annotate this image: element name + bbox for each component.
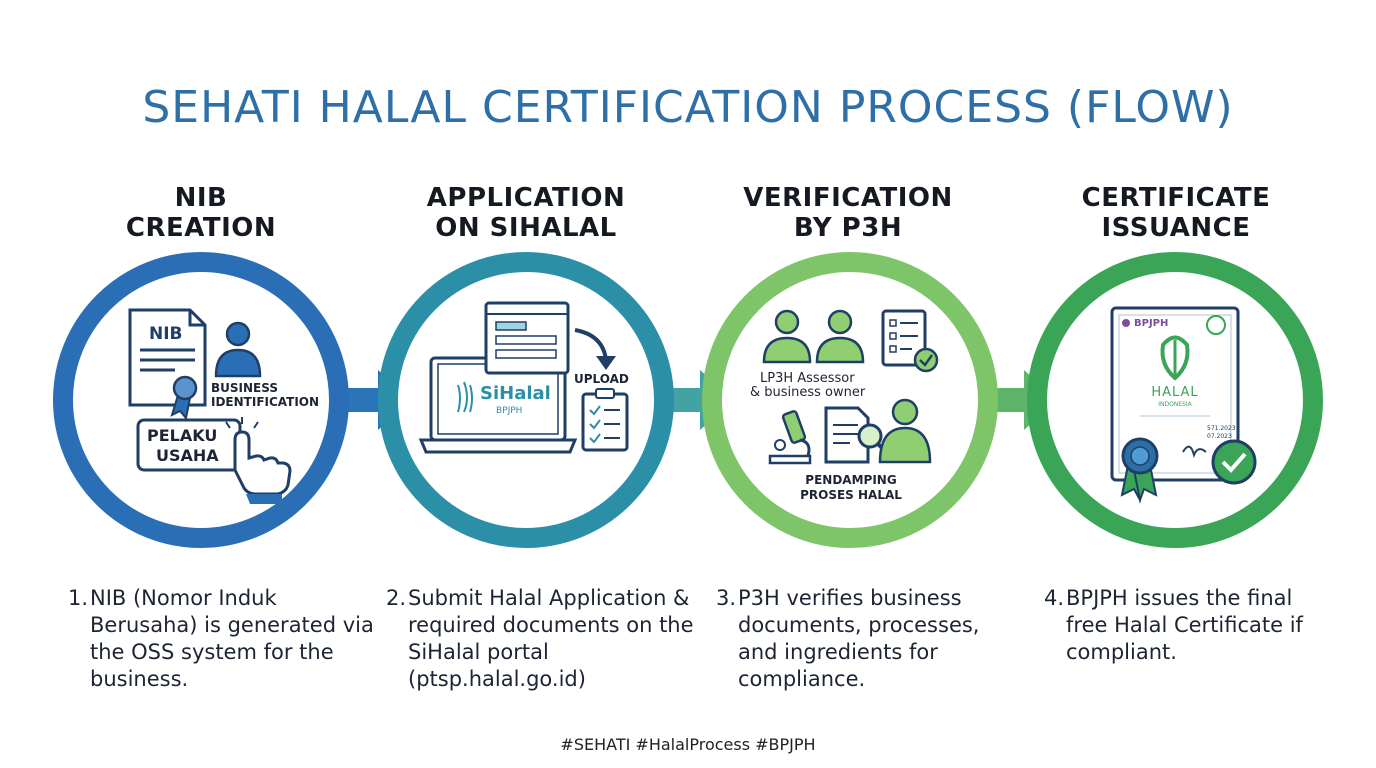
step-2-description: 2. Submit Halal Application & required d… bbox=[386, 585, 708, 693]
step-1-number: 1. bbox=[68, 586, 89, 610]
pendamping-label-line2: PROSES HALAL bbox=[800, 488, 902, 502]
step-4-heading: CERTIFICATE ISSUANCE bbox=[1031, 183, 1321, 243]
check-badge-icon bbox=[1211, 439, 1257, 485]
step-1-heading-line1: NIB bbox=[174, 183, 228, 213]
checklist-icon bbox=[881, 309, 939, 373]
sihalal-bpjph-text: BPJPH bbox=[496, 406, 522, 416]
business-label-line2: IDENTIFICATION bbox=[211, 395, 319, 409]
step-2-description-text: Submit Halal Application & required docu… bbox=[408, 586, 694, 691]
document-icon bbox=[824, 406, 870, 464]
assessor-label-line1: LP3H Assessor bbox=[760, 371, 855, 386]
person-icon bbox=[214, 321, 262, 378]
cert-indonesia-text: INDONESIA bbox=[1158, 401, 1192, 408]
laptop-icon bbox=[418, 356, 578, 454]
doc-label: NIB bbox=[149, 324, 183, 344]
pendamping-label-line1: PENDAMPING bbox=[805, 473, 896, 487]
step-2-heading-line1: APPLICATION bbox=[426, 183, 626, 213]
person-icon bbox=[878, 398, 932, 464]
step-4-heading-line1: CERTIFICATE bbox=[1081, 183, 1271, 213]
step-4-heading-line2: ISSUANCE bbox=[1101, 213, 1251, 243]
step-3-heading: VERIFICATION BY P3H bbox=[703, 183, 993, 243]
step-1-description-text: NIB (Nomor Induk Berusaha) is generated … bbox=[90, 586, 374, 691]
step-1-description: 1. NIB (Nomor Induk Berusaha) is generat… bbox=[68, 585, 390, 693]
step-2-number: 2. bbox=[386, 586, 407, 610]
step-3-description: 3. P3H verifies business documents, proc… bbox=[716, 585, 998, 693]
curved-arrow-icon bbox=[574, 328, 616, 370]
step-2-heading-line2: ON SIHALAL bbox=[435, 213, 617, 243]
business-label-line1: BUSINESS bbox=[211, 381, 278, 395]
cert-ref1-text: 571.2023 bbox=[1207, 425, 1236, 432]
medal-icon bbox=[1120, 437, 1159, 504]
cert-ref2-text: 07.2023 bbox=[1207, 433, 1232, 440]
step-3-description-text: P3H verifies business documents, process… bbox=[738, 586, 980, 691]
microscope-icon bbox=[768, 410, 812, 465]
sihalal-logo-text: SiHalal bbox=[480, 383, 551, 404]
step-2-heading: APPLICATION ON SIHALAL bbox=[381, 183, 671, 243]
hand-pointer-icon bbox=[225, 417, 292, 504]
footer-hashtags: #SEHATI #HalalProcess #BPJPH bbox=[560, 735, 816, 754]
cert-halal-text: HALAL bbox=[1151, 385, 1198, 400]
upload-label: UPLOAD bbox=[574, 372, 629, 386]
pelaku-label-line2: USAHA bbox=[156, 446, 219, 465]
step-1-heading-line2: CREATION bbox=[125, 213, 277, 243]
assessor-label-line2: & business owner bbox=[750, 385, 866, 400]
people-icon bbox=[762, 309, 865, 364]
certificate-icon bbox=[1110, 306, 1240, 482]
step-4-number: 4. bbox=[1044, 586, 1065, 610]
medal-icon bbox=[170, 375, 198, 421]
pelaku-label-line1: PELAKU bbox=[147, 426, 217, 445]
step-3-heading-line1: VERIFICATION bbox=[743, 183, 953, 213]
clipboard-icon bbox=[581, 388, 629, 452]
step-1-heading: NIB CREATION bbox=[56, 183, 346, 243]
step-3-heading-line2: BY P3H bbox=[793, 213, 903, 243]
step-3-number: 3. bbox=[716, 586, 737, 610]
step-4-description: 4. BPJPH issues the final free Halal Cer… bbox=[1044, 585, 1326, 666]
step-4-description-text: BPJPH issues the final free Halal Certif… bbox=[1066, 586, 1303, 664]
browser-window-icon bbox=[484, 301, 570, 375]
cert-logo-text: BPJPH bbox=[1134, 318, 1168, 329]
page-title: SEHATI HALAL CERTIFICATION PROCESS (FLOW… bbox=[142, 82, 1234, 133]
